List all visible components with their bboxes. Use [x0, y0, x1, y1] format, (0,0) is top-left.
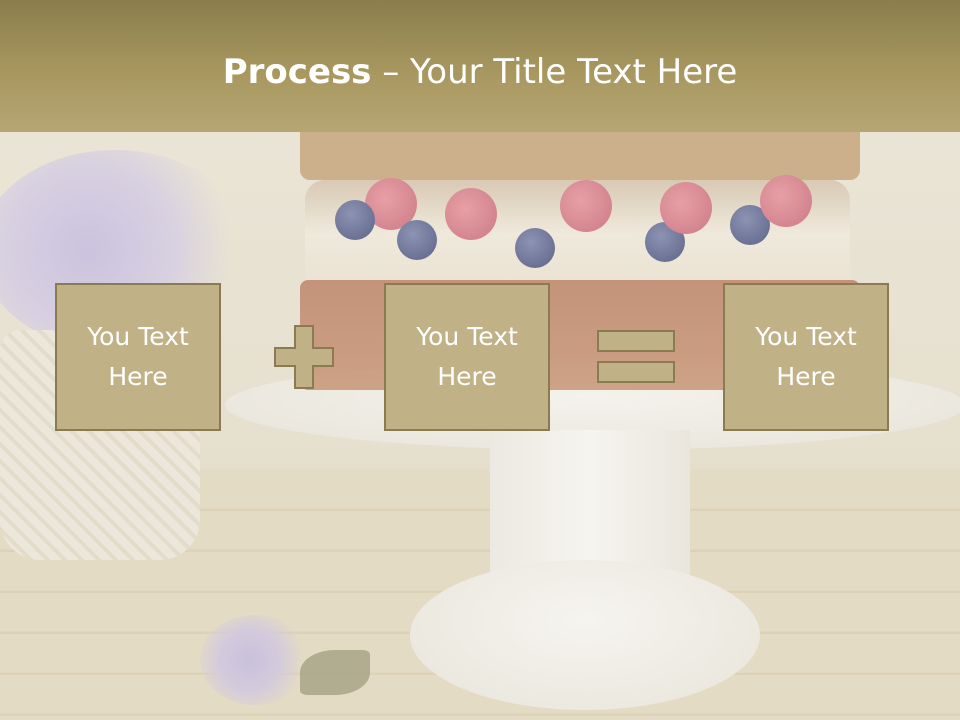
- title-rest-text: – Your Title Text Here: [371, 52, 738, 92]
- equals-icon: [597, 330, 675, 383]
- title-bar: [0, 0, 960, 132]
- process-box-2[interactable]: You Text Here: [384, 283, 550, 431]
- process-box-3[interactable]: You Text Here: [723, 283, 889, 431]
- process-box-label: You Text Here: [87, 322, 189, 391]
- cake-stand-base: [410, 560, 760, 710]
- raspberry: [445, 188, 497, 240]
- background-small-flower: [200, 615, 310, 705]
- background-leaf: [300, 650, 370, 695]
- blueberry: [515, 228, 555, 268]
- process-box-label: You Text Here: [416, 322, 518, 391]
- raspberry: [660, 182, 712, 234]
- process-box-label: You Text Here: [755, 322, 857, 391]
- raspberry: [560, 180, 612, 232]
- title-bold-text: Process: [222, 52, 372, 92]
- plus-icon: [274, 325, 334, 389]
- blueberry: [335, 200, 375, 240]
- blueberry: [397, 220, 437, 260]
- slide-title: Process – Your Title Text Here: [0, 52, 960, 92]
- raspberry: [760, 175, 812, 227]
- process-box-1[interactable]: You Text Here: [55, 283, 221, 431]
